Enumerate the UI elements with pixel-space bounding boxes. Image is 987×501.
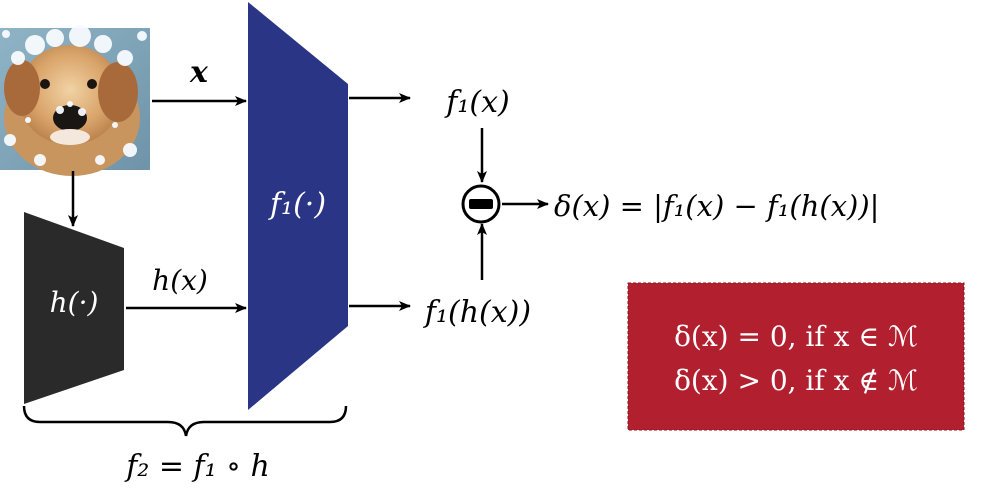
condition-line-2: δ(x) > 0, if x ∉ ℳ <box>674 364 918 397</box>
condition-box <box>627 282 965 431</box>
condition-line-1: δ(x) = 0, if x ∈ ℳ <box>674 320 918 353</box>
minus-circle-icon <box>461 184 501 224</box>
brace-caption: f₂ = f₁ ∘ h <box>124 449 270 484</box>
h-block <box>24 212 124 404</box>
brace <box>22 405 348 437</box>
input-label: x <box>189 55 209 90</box>
f1-block-label: f₁(·) <box>268 187 326 222</box>
hx-label: h(x) <box>152 264 208 297</box>
delta-equation: δ(x) = |f₁(x) − f₁(h(x))| <box>554 189 879 223</box>
f1hx-label: f₁(h(x)) <box>423 295 531 330</box>
f1x-label: f₁(x) <box>444 85 509 120</box>
f1-block <box>248 2 348 410</box>
h-block-label: h(·) <box>50 286 99 319</box>
input-image <box>0 25 150 176</box>
